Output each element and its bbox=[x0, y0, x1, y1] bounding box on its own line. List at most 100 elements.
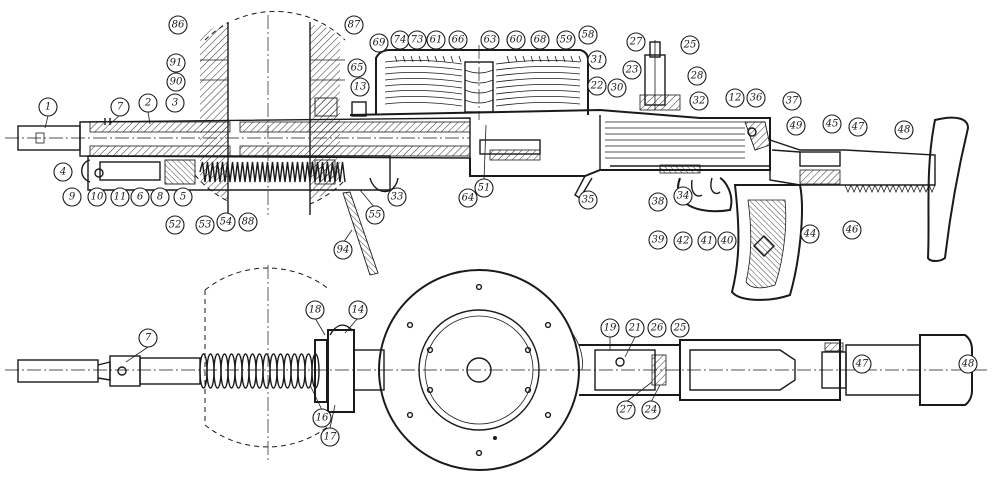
callout-top-68: 68 bbox=[530, 30, 550, 50]
callout-top-61: 61 bbox=[426, 30, 446, 50]
svg-text:23: 23 bbox=[625, 65, 639, 76]
svg-text:34: 34 bbox=[677, 191, 690, 202]
svg-text:14: 14 bbox=[352, 305, 365, 316]
callout-top-66: 66 bbox=[448, 30, 468, 50]
callout-top-55: 55 bbox=[359, 189, 385, 225]
callout-top-53: 53 bbox=[195, 215, 215, 235]
svg-text:12: 12 bbox=[729, 93, 742, 104]
svg-text:7: 7 bbox=[117, 102, 124, 113]
svg-text:36: 36 bbox=[750, 93, 763, 104]
callout-bottom-48: 48 bbox=[958, 354, 978, 374]
svg-text:88: 88 bbox=[242, 217, 255, 228]
plan-view bbox=[5, 265, 990, 471]
callout-top-33: 33 bbox=[387, 187, 407, 207]
callout-top-32: 32 bbox=[689, 91, 709, 111]
callout-top-8: 8 bbox=[150, 187, 170, 207]
svg-text:39: 39 bbox=[652, 235, 665, 246]
svg-text:40: 40 bbox=[720, 236, 734, 247]
callout-top-9: 9 bbox=[62, 187, 82, 207]
svg-text:26: 26 bbox=[650, 323, 664, 334]
svg-text:47: 47 bbox=[851, 122, 865, 133]
callout-top-7: 7 bbox=[109, 97, 130, 125]
callout-top-73: 73 bbox=[407, 30, 427, 50]
svg-text:55: 55 bbox=[369, 210, 382, 221]
svg-text:51: 51 bbox=[478, 183, 491, 194]
callout-top-86: 86 bbox=[168, 15, 188, 35]
callout-bottom-27: 27 bbox=[616, 381, 653, 420]
svg-text:11: 11 bbox=[114, 192, 127, 203]
svg-text:13: 13 bbox=[354, 82, 367, 93]
callout-top-87: 87 bbox=[344, 15, 364, 35]
callout-bottom-7: 7 bbox=[125, 328, 158, 363]
barrel bbox=[5, 117, 471, 159]
svg-text:52: 52 bbox=[169, 220, 182, 231]
svg-text:73: 73 bbox=[411, 35, 424, 46]
callout-top-2: 2 bbox=[138, 93, 158, 125]
callout-top-37: 37 bbox=[782, 91, 802, 111]
svg-text:28: 28 bbox=[690, 71, 704, 82]
callout-top-54: 54 bbox=[216, 212, 236, 232]
callout-top-74: 74 bbox=[390, 30, 410, 50]
svg-text:69: 69 bbox=[373, 38, 386, 49]
svg-text:1: 1 bbox=[45, 102, 51, 113]
svg-text:41: 41 bbox=[700, 236, 714, 247]
svg-text:25: 25 bbox=[673, 323, 687, 334]
svg-text:27: 27 bbox=[629, 37, 643, 48]
callout-top-23: 23 bbox=[622, 60, 642, 80]
svg-text:86: 86 bbox=[172, 20, 185, 31]
callout-bottom-47: 47 bbox=[852, 354, 872, 374]
callout-top-22: 22 bbox=[587, 76, 607, 96]
callout-top-3: 3 bbox=[165, 93, 185, 113]
svg-text:64: 64 bbox=[462, 193, 475, 204]
callout-bottom-18: 18 bbox=[305, 300, 326, 336]
svg-text:32: 32 bbox=[693, 96, 706, 107]
svg-text:74: 74 bbox=[394, 35, 407, 46]
callout-top-63: 63 bbox=[480, 30, 500, 50]
barrel-plan bbox=[5, 324, 990, 413]
callout-bottom-25: 25 bbox=[670, 318, 690, 338]
svg-text:63: 63 bbox=[484, 35, 497, 46]
callout-top-44: 44 bbox=[800, 224, 820, 244]
svg-text:38: 38 bbox=[652, 197, 665, 208]
svg-text:2: 2 bbox=[144, 98, 151, 109]
callout-top-25: 25 bbox=[680, 35, 700, 55]
callout-top-94: 94 bbox=[333, 229, 353, 260]
svg-text:6: 6 bbox=[137, 192, 144, 203]
callout-bottom-21: 21 bbox=[624, 318, 645, 358]
svg-text:18: 18 bbox=[309, 305, 322, 316]
callout-top-40: 40 bbox=[717, 231, 737, 251]
callout-top-5: 5 bbox=[173, 187, 193, 207]
callout-top-58: 58 bbox=[578, 25, 598, 45]
callout-bottom-17: 17 bbox=[320, 404, 340, 447]
svg-text:10: 10 bbox=[91, 192, 104, 203]
svg-text:60: 60 bbox=[510, 35, 523, 46]
svg-text:65: 65 bbox=[351, 63, 364, 74]
callout-top-38: 38 bbox=[648, 192, 668, 212]
svg-text:5: 5 bbox=[180, 192, 186, 203]
buttstock bbox=[769, 116, 970, 262]
svg-text:27: 27 bbox=[619, 405, 633, 416]
svg-text:24: 24 bbox=[644, 405, 658, 416]
callout-top-52: 52 bbox=[165, 215, 185, 235]
svg-text:48: 48 bbox=[897, 125, 911, 136]
callout-top-6: 6 bbox=[130, 187, 150, 207]
svg-text:22: 22 bbox=[590, 81, 604, 92]
gas-cylinder bbox=[81, 155, 399, 193]
callout-top-42: 42 bbox=[673, 231, 693, 251]
svg-text:35: 35 bbox=[582, 195, 595, 206]
callout-top-1: 1 bbox=[38, 97, 58, 129]
callout-bottom-24: 24 bbox=[641, 384, 661, 420]
callout-bottom-26: 26 bbox=[647, 318, 667, 338]
callout-top-27: 27 bbox=[626, 32, 646, 52]
svg-text:53: 53 bbox=[199, 220, 212, 231]
svg-text:46: 46 bbox=[845, 225, 859, 236]
svg-text:44: 44 bbox=[803, 229, 817, 240]
svg-text:7: 7 bbox=[145, 333, 152, 344]
callout-top-34: 34 bbox=[673, 186, 693, 206]
svg-text:4: 4 bbox=[59, 167, 66, 178]
callout-top-60: 60 bbox=[506, 30, 526, 50]
rear-sight bbox=[639, 40, 681, 111]
svg-text:58: 58 bbox=[582, 30, 595, 41]
